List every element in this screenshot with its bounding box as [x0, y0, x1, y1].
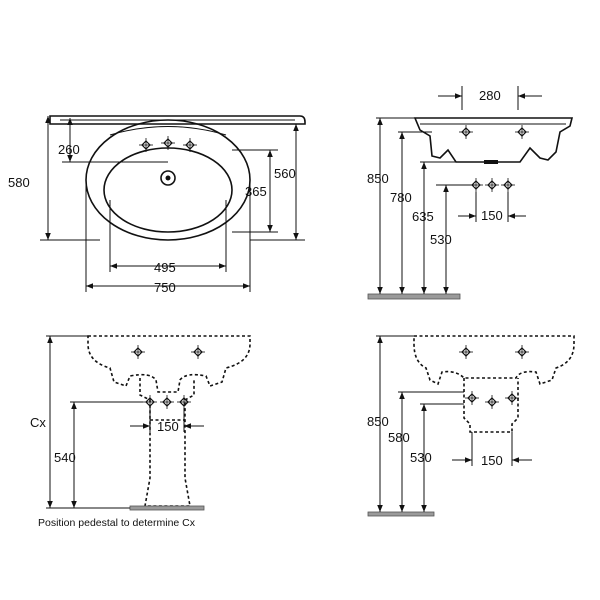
side2-tap-mark-right: [514, 344, 530, 360]
side-tap-mark-right: [514, 124, 530, 140]
front-connection-right: [176, 394, 192, 410]
plan-basin-bowl: [103, 147, 233, 233]
pedestal-note: Position pedestal to determine Cx: [38, 517, 196, 529]
plan-view: 580 260 560 365 495 750: [8, 115, 306, 295]
side-view: 280 850 780 635 530 150: [367, 86, 574, 300]
dim-850-b-label: 850: [367, 414, 389, 429]
dim-580-b-label: 580: [388, 430, 410, 445]
side-tap-mark-left: [458, 124, 474, 140]
dim-530-b-label: 530: [410, 450, 432, 465]
side2-connection-right: [504, 390, 520, 406]
dim-150-b-label: 150: [157, 419, 179, 434]
side-connection-left: [468, 177, 484, 193]
dim-260-label: 260: [58, 142, 80, 157]
dim-850-a-label: 850: [367, 171, 389, 186]
front-floor: [129, 505, 205, 511]
plan-countertop: [49, 115, 306, 125]
front-connection-center: [159, 394, 175, 410]
dim-150-a-label: 150: [481, 208, 503, 223]
dim-365-label: 365: [245, 184, 267, 199]
side2-basin-outline: [413, 335, 575, 386]
front-basin-outline: [87, 335, 251, 393]
side2-tap-mark-left: [458, 344, 474, 360]
plan-drain: [160, 170, 176, 186]
dim-530-a-label: 530: [430, 232, 452, 247]
plan-tap-ledge: [109, 126, 227, 136]
dim-635-label: 635: [412, 209, 434, 224]
plan-drain-center: [165, 175, 171, 181]
dim-540-label: 540: [54, 450, 76, 465]
side-connection-center: [484, 177, 500, 193]
side-waste-outlet: [484, 160, 498, 164]
front-pedestal-view: Cx 540 150 Position pedestal to determin…: [30, 335, 251, 529]
side-basin-profile: [413, 117, 574, 163]
dim-495-label: 495: [154, 260, 176, 275]
dim-560-label: 560: [274, 166, 296, 181]
side2-connection-left: [464, 390, 480, 406]
side2-floor: [367, 511, 435, 517]
dim-280-label: 280: [479, 88, 501, 103]
dim-cx-label: Cx: [30, 415, 46, 430]
dim-580-label: 580: [8, 175, 30, 190]
dim-780-label: 780: [390, 190, 412, 205]
side-connection-right: [500, 177, 516, 193]
front-tap-mark-right: [190, 344, 206, 360]
dim-150-c-label: 150: [481, 453, 503, 468]
dim-750-label: 750: [154, 280, 176, 295]
side2-connection-center: [484, 394, 500, 410]
half-pedestal-outline: [463, 378, 519, 433]
pedestal-outline: [139, 378, 195, 507]
side-floor: [367, 293, 461, 300]
front-tap-mark-left: [130, 344, 146, 360]
side-half-pedestal-view: 850 580 530 150: [367, 335, 575, 517]
